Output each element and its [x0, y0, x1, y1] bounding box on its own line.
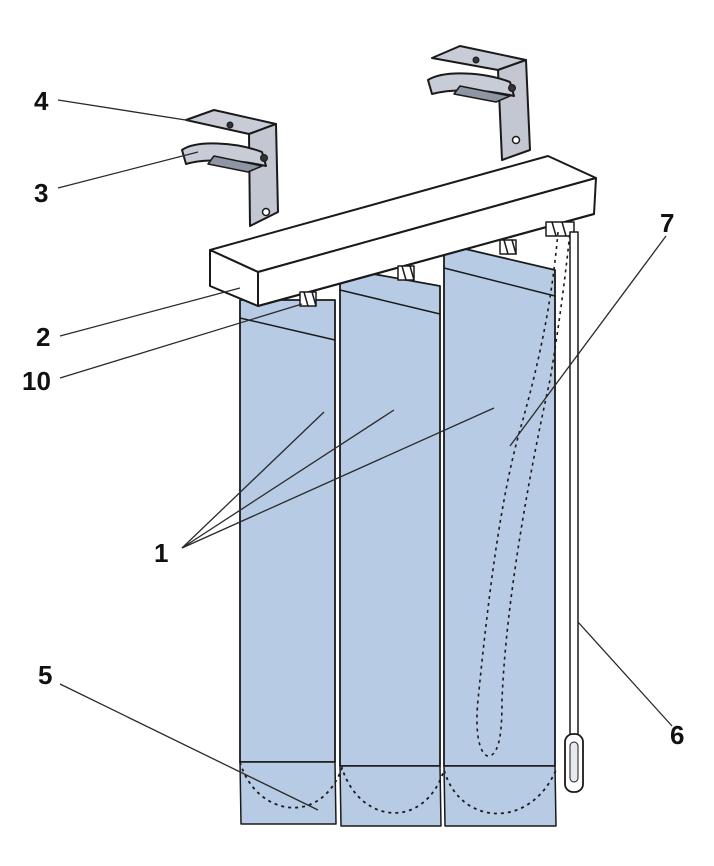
bottom-chain — [239, 761, 557, 815]
callout-2: 2 — [36, 322, 50, 352]
callout-3: 3 — [34, 178, 48, 208]
leader-lines — [57, 99, 673, 811]
slat-middle — [339, 267, 442, 827]
leader-5 — [59, 683, 319, 811]
control-wand — [564, 231, 584, 793]
carrier-2 — [397, 265, 415, 281]
leader-6 — [577, 621, 673, 727]
mounting-bracket-left — [181, 109, 279, 227]
leader-1a — [181, 411, 325, 549]
carrier-3 — [499, 239, 517, 255]
leader-7 — [509, 235, 667, 447]
leader-2 — [59, 287, 241, 337]
carrier-1 — [299, 291, 317, 307]
callout-10: 10 — [22, 366, 51, 396]
leader-1c — [181, 407, 495, 549]
leader-3 — [57, 151, 199, 189]
carrier-4 — [545, 221, 575, 237]
callout-4: 4 — [34, 86, 49, 116]
callout-6: 6 — [670, 720, 684, 750]
carrier-hooks — [299, 221, 575, 307]
headrail — [209, 155, 597, 307]
leader-10 — [59, 303, 303, 379]
callout-1: 1 — [154, 538, 168, 568]
leader-4 — [57, 99, 193, 122]
leader-1b — [181, 409, 395, 549]
mounting-bracket-right — [427, 45, 531, 161]
callout-5: 5 — [38, 660, 52, 690]
slat-left — [239, 299, 337, 825]
slat-right — [443, 243, 557, 827]
callout-7: 7 — [660, 208, 674, 238]
